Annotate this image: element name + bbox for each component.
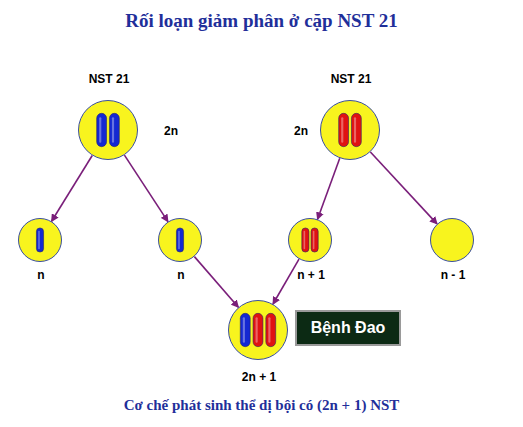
chromosome-highlight: [38, 231, 40, 249]
cell-circle: NST 212n: [320, 100, 380, 160]
cell-circle: n + 1: [288, 218, 332, 262]
cell-label: n: [177, 268, 184, 282]
division-arrow: [273, 259, 299, 304]
division-arrow: [124, 155, 168, 221]
cell-circle: n: [158, 218, 202, 262]
chromosome-rod: [351, 113, 361, 146]
chromosome-rod: [311, 228, 318, 252]
cell-label: NST 21: [331, 72, 372, 86]
chromosome-rod: [97, 113, 107, 146]
box-label: Bệnh Đao: [311, 319, 386, 337]
disease-box: Bệnh Đao: [295, 310, 401, 346]
cell-circle: n - 1: [430, 218, 474, 262]
cell-label: n - 1: [441, 268, 466, 282]
cell-circle: NST 212n: [78, 100, 138, 160]
cell-label: 2n + 1: [242, 370, 276, 384]
chromosome-highlight: [304, 231, 306, 249]
chromosome-set: [19, 219, 61, 261]
chromosome-rod: [240, 313, 250, 346]
chromosome-set: [321, 101, 379, 159]
cell-label: n: [37, 268, 44, 282]
chromosome-set: [431, 219, 473, 261]
chromosome-highlight: [268, 317, 270, 342]
cell-label: NST 21: [89, 72, 130, 86]
chromosome-highlight: [112, 117, 114, 142]
chromosome-rod: [266, 313, 276, 346]
division-arrow: [52, 156, 93, 222]
chromosome-highlight: [341, 117, 343, 142]
chromosome-rod: [253, 313, 263, 346]
cell-label: 2n: [164, 124, 178, 138]
chromosome-set: [79, 101, 137, 159]
cell-circle: 2n + 1: [228, 300, 288, 360]
chromosome-highlight: [354, 117, 356, 142]
chromosome-highlight: [243, 317, 245, 342]
chromosome-rod: [36, 228, 43, 252]
chromosome-highlight: [256, 317, 258, 342]
chromosome-rod: [302, 228, 309, 252]
cell-label: n + 1: [297, 268, 325, 282]
division-arrow: [194, 257, 238, 308]
cell-circle: n: [18, 218, 62, 262]
diagram-caption: Cơ chế phát sinh thể dị bội có (2n + 1) …: [0, 397, 523, 414]
division-arrow: [370, 152, 437, 224]
division-arrow: [318, 158, 340, 219]
chromosome-set: [289, 219, 331, 261]
chromosome-rod: [339, 113, 349, 146]
chromosome-highlight: [178, 231, 180, 249]
chromosome-rod: [109, 113, 119, 146]
chromosome-set: [159, 219, 201, 261]
chromosome-highlight: [313, 231, 315, 249]
cell-label: 2n: [294, 124, 308, 138]
diagram-title: Rối loạn giảm phân ở cặp NST 21: [0, 10, 523, 32]
chromosome-set: [229, 301, 287, 359]
chromosome-highlight: [99, 117, 101, 142]
chromosome-rod: [176, 228, 183, 252]
